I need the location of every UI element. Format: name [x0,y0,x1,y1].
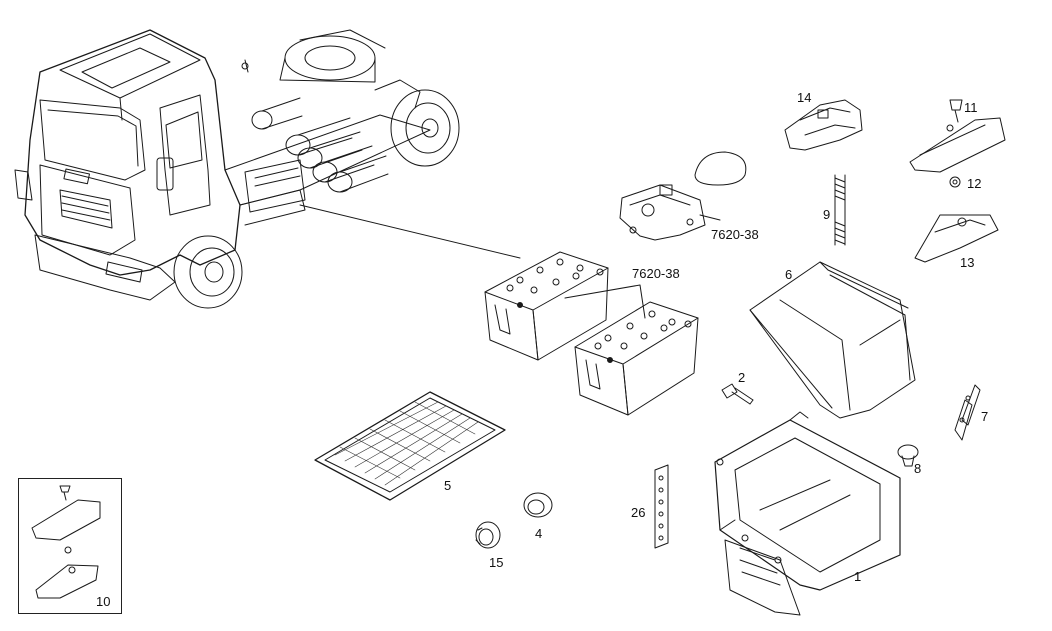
inset-frame [18,478,122,614]
callout-4: 4 [535,526,543,541]
callout-2: 2 [738,370,746,385]
callout-6: 6 [785,267,793,282]
callout-8: 8 [914,461,922,476]
callout-5: 5 [444,478,452,493]
callout-12: 12 [967,176,982,191]
part-15-grommet [475,521,501,549]
part-6-battery-cover [749,261,916,419]
leader-line-clamp [699,214,721,221]
part-12-nut [949,176,961,188]
part-1-battery-tray [714,411,901,616]
callout-1: 1 [854,569,862,584]
part-8-plug [897,444,919,467]
callout-11: 11 [964,100,978,115]
callout-26: 26 [631,505,646,520]
part-13-bracket [914,214,999,263]
callout-14: 14 [797,90,812,105]
part-14-cap [784,99,863,151]
battery-rear [484,251,609,361]
part-4-grommet [523,492,553,518]
terminal-clamp [619,184,706,241]
callout-13: 13 [960,255,975,270]
part-2-bolt [721,383,754,405]
callout-9: 9 [823,207,831,222]
callout-ref-batteries: 7620-38 [632,266,680,281]
callout-7: 7 [981,409,989,424]
part-5-rubber-mat [314,391,506,501]
part-9-stud [834,174,846,246]
callout-15: 15 [489,555,504,570]
truck-illustration [14,29,460,309]
callout-10: 10 [96,594,111,609]
leader-line-batteries [564,284,646,319]
part-7-strap [954,384,981,441]
part-10-inset-parts [31,485,101,599]
battery-front [574,301,699,416]
callout-ref-top: 7620-38 [711,227,759,242]
leader-line-truck [299,204,521,259]
terminal-cover [694,151,747,186]
part-26-fixing-strip [654,464,669,549]
part-11-bracket [909,99,1006,173]
